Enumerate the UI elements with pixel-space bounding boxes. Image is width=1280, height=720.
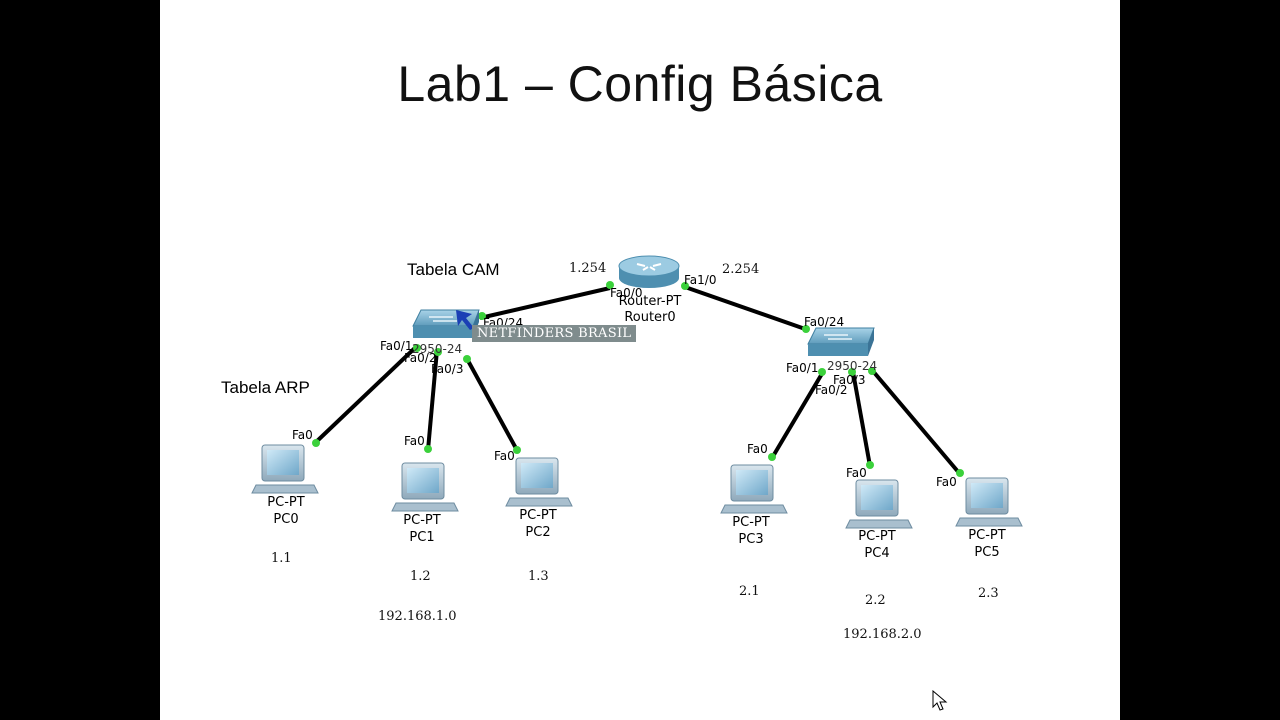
pc5-port: Fa0	[936, 475, 957, 489]
pc3-type: PC-PT	[732, 515, 770, 530]
pc4-type: PC-PT	[858, 529, 896, 544]
link-light	[424, 445, 432, 453]
pc3-address: 2.1	[739, 584, 760, 599]
link-light	[768, 453, 776, 461]
pointer-arrow-icon	[456, 310, 474, 330]
router-name: Router0	[624, 310, 676, 325]
mouse-cursor-icon	[932, 690, 948, 711]
slide: Lab1 – Config Básica	[160, 0, 1120, 720]
pc5-name: PC5	[974, 545, 1000, 560]
link-switch-left-pc2	[464, 356, 520, 453]
pc0-type: PC-PT	[267, 495, 305, 510]
pc2-label: PC-PT PC2	[503, 507, 573, 541]
pc0-address: 1.1	[271, 551, 292, 566]
link-light	[312, 439, 320, 447]
pc3-icon	[720, 464, 788, 514]
pc4-label: PC-PT PC4	[842, 528, 912, 562]
router-label: Router-PT Router0	[615, 294, 685, 326]
switch-left-model: 2950-24	[412, 342, 463, 356]
tabela-arp-label: Tabela ARP	[221, 378, 310, 397]
pc1-type: PC-PT	[403, 513, 441, 528]
link-light	[868, 367, 876, 375]
link-light	[681, 282, 689, 290]
link-light	[866, 461, 874, 469]
router-left-address: 1.254	[569, 261, 607, 276]
pc1-address: 1.2	[410, 569, 431, 584]
link-switch-left-pc1	[426, 349, 439, 451]
router-port-right: Fa1/0	[684, 273, 717, 287]
network-right: 192.168.2.0	[843, 627, 922, 642]
switch-left-port-1: Fa0/1	[380, 339, 413, 353]
slide-title: Lab1 – Config Básica	[397, 56, 883, 112]
pc2-name: PC2	[525, 525, 551, 540]
pc5-address: 2.3	[978, 586, 999, 601]
pc0-port: Fa0	[292, 428, 313, 442]
pc2-port: Fa0	[494, 449, 515, 463]
link-light	[818, 368, 826, 376]
pc3-label: PC-PT PC3	[716, 514, 786, 548]
link-switch-left-pc0	[313, 344, 419, 445]
pc1-label: PC-PT PC1	[387, 512, 457, 546]
link-router-switch-right	[684, 285, 809, 332]
pc4-name: PC4	[864, 546, 890, 561]
link-light	[606, 281, 614, 289]
links	[313, 285, 962, 476]
link-router-switch-left	[479, 286, 611, 320]
pc2-address: 1.3	[528, 569, 549, 584]
switch-left-port-2: Fa0/2	[404, 351, 437, 365]
link-light	[434, 348, 442, 356]
switch-right-model: 2950-24	[827, 359, 878, 373]
pc2-type: PC-PT	[519, 508, 557, 523]
pc2-icon	[505, 457, 573, 507]
link-light	[513, 446, 521, 454]
link-light	[463, 355, 471, 363]
link-light	[848, 368, 856, 376]
switch-left-port-3: Fa0/3	[431, 362, 464, 376]
link-light	[478, 312, 486, 320]
tabela-cam-label: Tabela CAM	[407, 260, 500, 279]
pc5-label: PC-PT PC5	[952, 527, 1022, 561]
pc0-name: PC0	[273, 512, 299, 527]
switch-right-port-3: Fa0/3	[833, 373, 866, 387]
switch-right-uplink-port: Fa0/24	[804, 315, 845, 329]
router-icon	[618, 255, 680, 288]
pc4-address: 2.2	[865, 593, 886, 608]
router-type: Router-PT	[618, 294, 682, 309]
router-right-address: 2.254	[722, 262, 760, 277]
pc1-port: Fa0	[404, 434, 425, 448]
pc1-icon	[391, 462, 459, 512]
link-light	[413, 344, 421, 352]
pc-icons	[251, 444, 1023, 529]
router-port-left: Fa0/0	[610, 286, 643, 300]
pc3-port: Fa0	[747, 442, 768, 456]
pc0-icon	[251, 444, 319, 494]
pc0-label: PC-PT PC0	[251, 494, 321, 528]
link-lights	[312, 281, 964, 477]
pc1-name: PC1	[409, 530, 435, 545]
link-switch-right-pc4	[851, 371, 872, 467]
switch-right-port-2: Fa0/2	[815, 383, 848, 397]
topology-diagram	[251, 255, 1023, 529]
switch-right-port-1: Fa0/1	[786, 361, 819, 375]
pc5-type: PC-PT	[968, 528, 1006, 543]
network-left: 192.168.1.0	[378, 609, 457, 624]
pc5-icon	[955, 477, 1023, 527]
link-light	[802, 325, 810, 333]
link-light	[956, 469, 964, 477]
pc4-port: Fa0	[846, 466, 867, 480]
pc3-name: PC3	[738, 532, 764, 547]
link-switch-right-pc3	[770, 370, 825, 460]
pc4-icon	[845, 479, 913, 529]
watermark: NETFINDERS BRASIL	[472, 325, 637, 342]
switch-right-icon	[807, 327, 875, 356]
link-switch-right-pc5	[870, 368, 962, 476]
